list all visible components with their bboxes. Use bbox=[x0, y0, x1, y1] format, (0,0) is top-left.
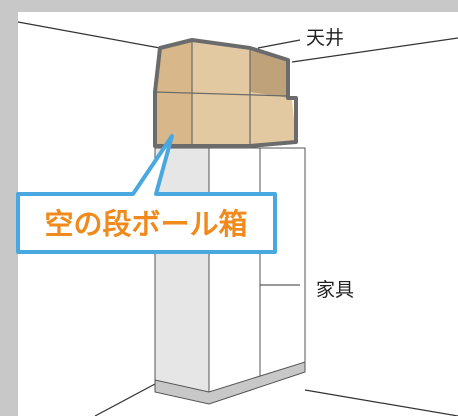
furniture-base bbox=[154, 361, 306, 405]
callout-shape bbox=[16, 134, 277, 254]
box-seam-horizontal bbox=[154, 91, 289, 97]
box-bottom-left bbox=[155, 92, 192, 146]
box-bottom-right bbox=[250, 92, 296, 146]
ceiling-line-right bbox=[291, 37, 458, 63]
callout-label: 空の段ボール箱 bbox=[44, 207, 247, 241]
cardboard-boxes bbox=[153, 38, 298, 148]
box-top-left bbox=[155, 42, 192, 92]
ceiling-label: 天井 bbox=[306, 27, 344, 49]
furniture bbox=[154, 147, 306, 405]
furniture-front bbox=[208, 147, 306, 401]
floor-line-left bbox=[94, 383, 156, 416]
callout bbox=[16, 134, 277, 254]
box-top-middle bbox=[192, 42, 250, 92]
furniture-side bbox=[154, 147, 210, 401]
ceiling-label-leader bbox=[257, 39, 301, 49]
furniture-label: 家具 bbox=[316, 279, 354, 301]
ceiling-line-left bbox=[17, 21, 161, 49]
box-top-right bbox=[250, 50, 288, 98]
box-stack-outline bbox=[153, 38, 298, 148]
box-bottom-middle bbox=[192, 92, 250, 146]
floor-line-right bbox=[304, 389, 458, 416]
